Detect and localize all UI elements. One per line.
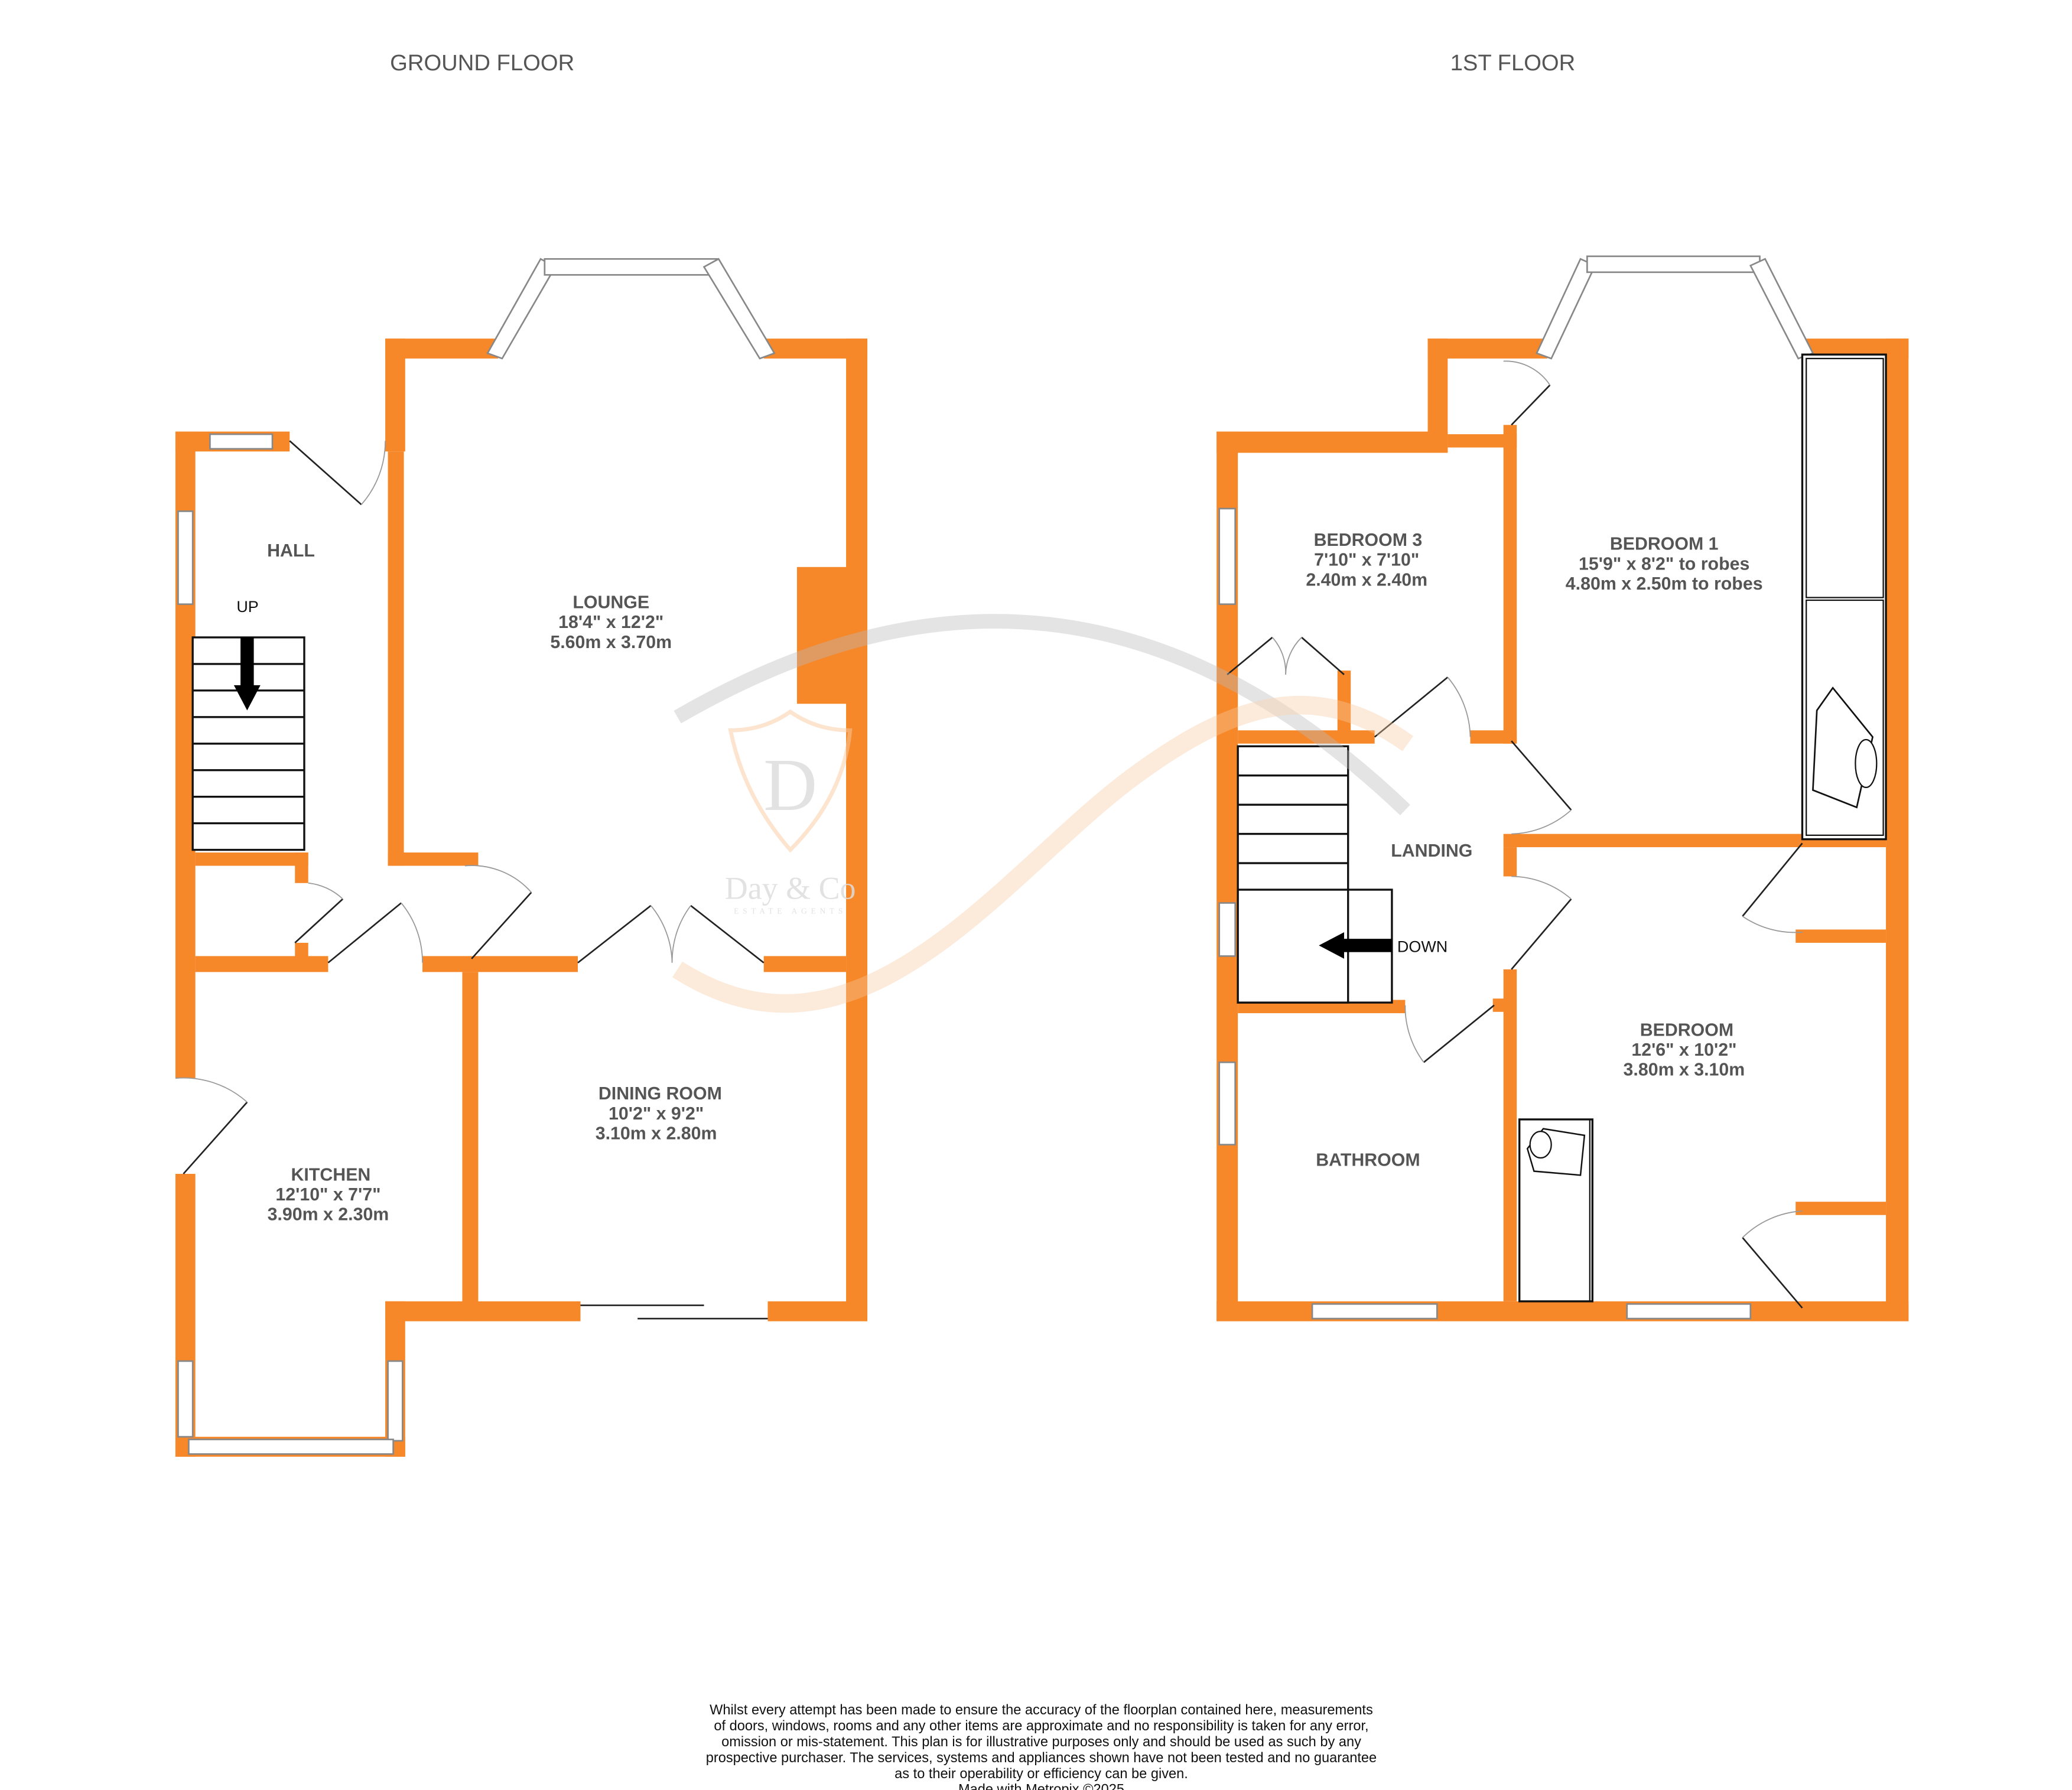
dining-room-label: DINING ROOM 10'2" x 9'2" 3.10m x 2.80m (596, 1084, 722, 1143)
svg-text:of doors, windows, rooms and a: of doors, windows, rooms and any other i… (714, 1719, 1368, 1734)
svg-text:DINING ROOM: DINING ROOM (598, 1084, 722, 1104)
first-windows (1218, 255, 1814, 1320)
bathroom-label: BATHROOM (1316, 1151, 1420, 1170)
watermark-tagline: ESTATE AGENTS (734, 906, 847, 915)
svg-text:7'10" x 7'10": 7'10" x 7'10" (1314, 551, 1419, 570)
stairs-down-label: DOWN (1397, 938, 1448, 956)
svg-text:BEDROOM: BEDROOM (1640, 1020, 1733, 1040)
ground-windows (177, 258, 776, 1455)
stair-arrow-icon (233, 637, 261, 711)
washbasin-icon (1526, 1128, 1586, 1176)
ground-floor-plan: UP HALL LOUNGE 18'4" x 12'2" 5.60m x 3.7… (175, 258, 868, 1457)
ground-floor-title: GROUND FLOOR (390, 50, 574, 76)
wardrobe (1801, 353, 1887, 841)
bathroom-fixture (1518, 1118, 1594, 1303)
bedroom-1-label: BEDROOM 1 15'9" x 8'2" to robes 4.80m x … (1566, 535, 1763, 594)
first-doors (1227, 360, 1803, 1309)
svg-text:Whilst every attempt has been: Whilst every attempt has been made to en… (710, 1703, 1373, 1718)
svg-text:18'4" x 12'2": 18'4" x 12'2" (558, 613, 663, 632)
bedroom-label: BEDROOM 12'6" x 10'2" 3.80m x 3.10m (1624, 1020, 1745, 1079)
ground-stairs: UP (191, 598, 305, 851)
first-floor-plan: DOWN BEDROOM 3 7'10" x 7'10" 2.40m x 2.4… (1216, 255, 1909, 1322)
watermark-brand: Day & Co (725, 871, 856, 906)
stair-arrow-icon (1319, 932, 1392, 959)
svg-text:BEDROOM 3: BEDROOM 3 (1314, 531, 1423, 550)
first-stairs: DOWN (1237, 745, 1448, 1004)
svg-text:15'9" x 8'2" to robes: 15'9" x 8'2" to robes (1579, 554, 1749, 574)
clothes-icon (1812, 686, 1878, 809)
svg-text:10'2" x 9'2": 10'2" x 9'2" (609, 1104, 704, 1124)
svg-text:3.80m x 3.10m: 3.80m x 3.10m (1624, 1060, 1745, 1080)
lounge-label: LOUNGE 18'4" x 12'2" 5.60m x 3.70m (550, 593, 672, 652)
svg-text:3.90m x 2.30m: 3.90m x 2.30m (268, 1205, 389, 1225)
watermark-letter: D (763, 744, 817, 826)
hall-label: HALL (267, 541, 315, 561)
bedroom-3-label: BEDROOM 3 7'10" x 7'10" 2.40m x 2.40m (1306, 531, 1427, 590)
svg-text:prospective purchaser. The ser: prospective purchaser. The services, sys… (706, 1750, 1377, 1766)
kitchen-label: KITCHEN 12'10" x 7'7" 3.90m x 2.30m (268, 1165, 389, 1224)
ground-doors (175, 440, 765, 1174)
svg-text:5.60m x 3.70m: 5.60m x 3.70m (550, 633, 672, 652)
svg-text:12'6" x 10'2": 12'6" x 10'2" (1631, 1040, 1736, 1060)
svg-text:omission or mis-statement. Thi: omission or mis-statement. This plan is … (721, 1734, 1361, 1750)
svg-text:as to their operability or eff: as to their operability or efficiency ca… (894, 1766, 1188, 1782)
svg-text:4.80m x 2.50m to robes: 4.80m x 2.50m to robes (1566, 574, 1763, 594)
stairs-up-label: UP (236, 598, 258, 616)
svg-text:LOUNGE: LOUNGE (573, 593, 649, 612)
svg-text:KITCHEN: KITCHEN (291, 1165, 371, 1184)
svg-text:Made with Metropix ©2025: Made with Metropix ©2025 (958, 1782, 1124, 1790)
watermark-logo: D Day & Co ESTATE AGENTS (672, 614, 1414, 1013)
landing-label: LANDING (1391, 841, 1472, 861)
first-floor-title: 1ST FLOOR (1450, 50, 1576, 76)
svg-text:12'10" x 7'7": 12'10" x 7'7" (275, 1185, 380, 1205)
svg-text:3.10m x 2.80m: 3.10m x 2.80m (596, 1124, 717, 1144)
svg-text:BEDROOM 1: BEDROOM 1 (1610, 535, 1719, 554)
first-walls (1216, 339, 1909, 1322)
svg-text:2.40m x 2.40m: 2.40m x 2.40m (1306, 570, 1427, 590)
disclaimer: Whilst every attempt has been made to en… (706, 1703, 1377, 1790)
